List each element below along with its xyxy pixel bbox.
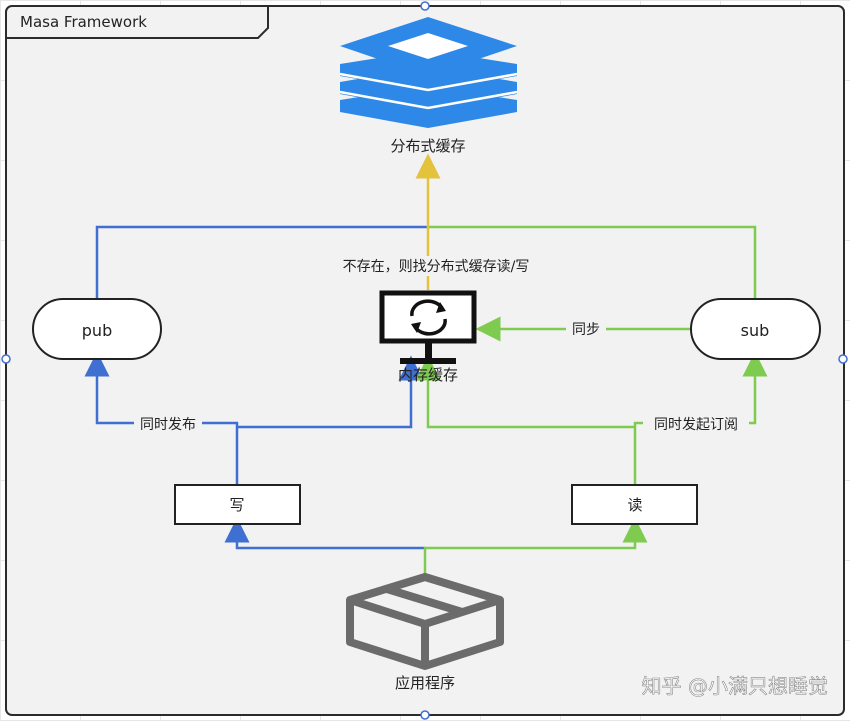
sub-node[interactable]: sub <box>690 298 821 360</box>
watermark: 知乎 @小满只想睡觉 <box>642 674 828 698</box>
sub-label: sub <box>741 321 770 340</box>
edge-write-to-memory <box>237 355 424 429</box>
frame-handle-right[interactable] <box>838 354 848 364</box>
database-stack-icon <box>339 17 518 128</box>
read-node[interactable]: 读 <box>571 484 698 525</box>
subscribe-label: 同时发起订阅 <box>654 417 738 433</box>
application-label: 应用程序 <box>395 674 455 692</box>
frame-handle-bottom[interactable] <box>420 710 430 720</box>
write-label: 写 <box>229 496 244 514</box>
frame-handle-left[interactable] <box>1 354 11 364</box>
frame-title: Masa Framework <box>20 13 147 31</box>
edge-sub-top <box>428 225 757 298</box>
distributed-cache-node[interactable]: 分布式缓存 <box>339 17 518 155</box>
application-node[interactable]: 应用程序 <box>346 573 504 692</box>
memory-cache-label: 内存缓存 <box>398 366 458 384</box>
edge-read-to-memory <box>415 355 635 429</box>
publish-label: 同时发布 <box>140 417 196 433</box>
write-node[interactable]: 写 <box>174 484 301 525</box>
edge-app-to-read <box>423 517 648 575</box>
fallback-label: 不存在，则找分布式缓存读/写 <box>343 258 530 275</box>
frame-handle-top[interactable] <box>420 1 430 11</box>
package-box-icon <box>346 573 504 670</box>
pub-node[interactable]: pub <box>32 298 162 360</box>
pub-label: pub <box>82 321 112 340</box>
distributed-cache-label: 分布式缓存 <box>390 137 465 155</box>
memory-cache-node[interactable]: 内存缓存 <box>379 290 477 384</box>
edge-pub-top <box>95 225 428 298</box>
sync-label: 同步 <box>572 322 600 338</box>
edge-app-to-write <box>224 517 425 550</box>
blue-connectors <box>84 225 428 550</box>
monitor-sync-icon <box>379 290 477 364</box>
read-label: 读 <box>627 496 642 514</box>
